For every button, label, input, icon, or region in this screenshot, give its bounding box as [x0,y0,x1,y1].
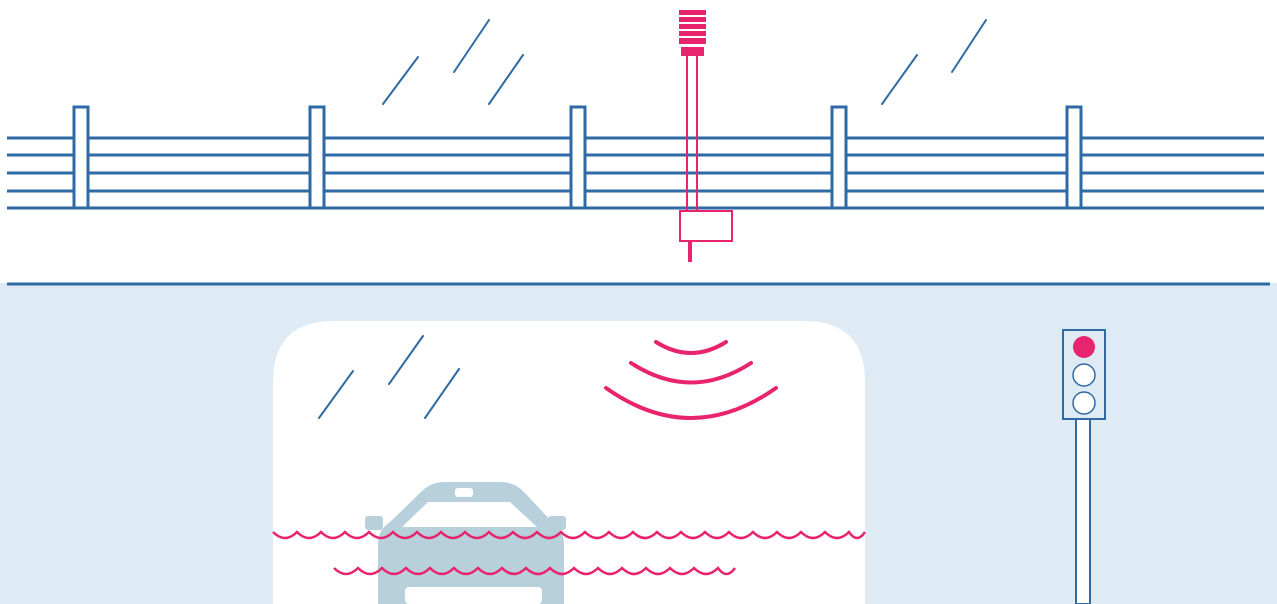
traffic-light-green-lamp [1073,392,1095,414]
traffic-light-red-lamp [1073,336,1095,358]
underpass-tunnel [273,321,865,604]
traffic-light-yellow-lamp [1073,364,1095,386]
sensor-pole-front [687,130,697,212]
traffic-light-pole [1076,418,1090,604]
bridge-railing [7,107,1264,208]
